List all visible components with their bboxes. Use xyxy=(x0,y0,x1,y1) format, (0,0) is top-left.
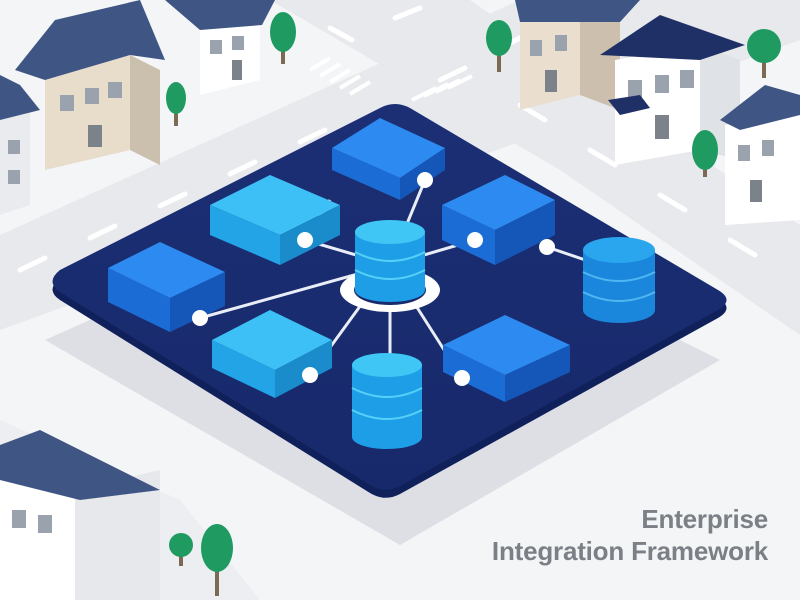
trees xyxy=(166,12,781,596)
connector-node xyxy=(454,370,470,386)
bottom-database xyxy=(351,353,423,449)
central-database xyxy=(340,220,440,312)
house-left xyxy=(0,75,40,215)
caption-line-2: Integration Framework xyxy=(491,536,768,566)
house-far-right xyxy=(720,85,800,225)
tree-icon xyxy=(747,29,781,78)
connector-node xyxy=(297,232,313,248)
module-lower-right xyxy=(443,315,570,402)
connector-node xyxy=(192,310,208,326)
house-top-center xyxy=(165,0,275,95)
house-top-right-beige xyxy=(515,0,640,110)
tree-icon xyxy=(201,524,233,596)
house-top-left xyxy=(15,0,165,170)
connector-nodes xyxy=(192,172,555,386)
tree-icon xyxy=(270,12,296,64)
tree-icon xyxy=(692,130,718,177)
tree-icon xyxy=(169,533,193,566)
module-lower-left xyxy=(212,310,332,398)
connector-node xyxy=(417,172,433,188)
caption-line-1: Enterprise xyxy=(641,504,768,534)
module-upper-right xyxy=(442,175,555,265)
connector-node xyxy=(302,367,318,383)
connector-node xyxy=(539,239,555,255)
tree-icon xyxy=(486,20,512,72)
right-database xyxy=(582,237,656,323)
tree-icon xyxy=(166,82,186,126)
caption: Enterprise Integration Framework xyxy=(492,503,768,567)
module-left xyxy=(108,242,225,332)
house-right-white xyxy=(600,15,745,165)
connector-node xyxy=(467,232,483,248)
house-bottom-left xyxy=(0,430,160,600)
